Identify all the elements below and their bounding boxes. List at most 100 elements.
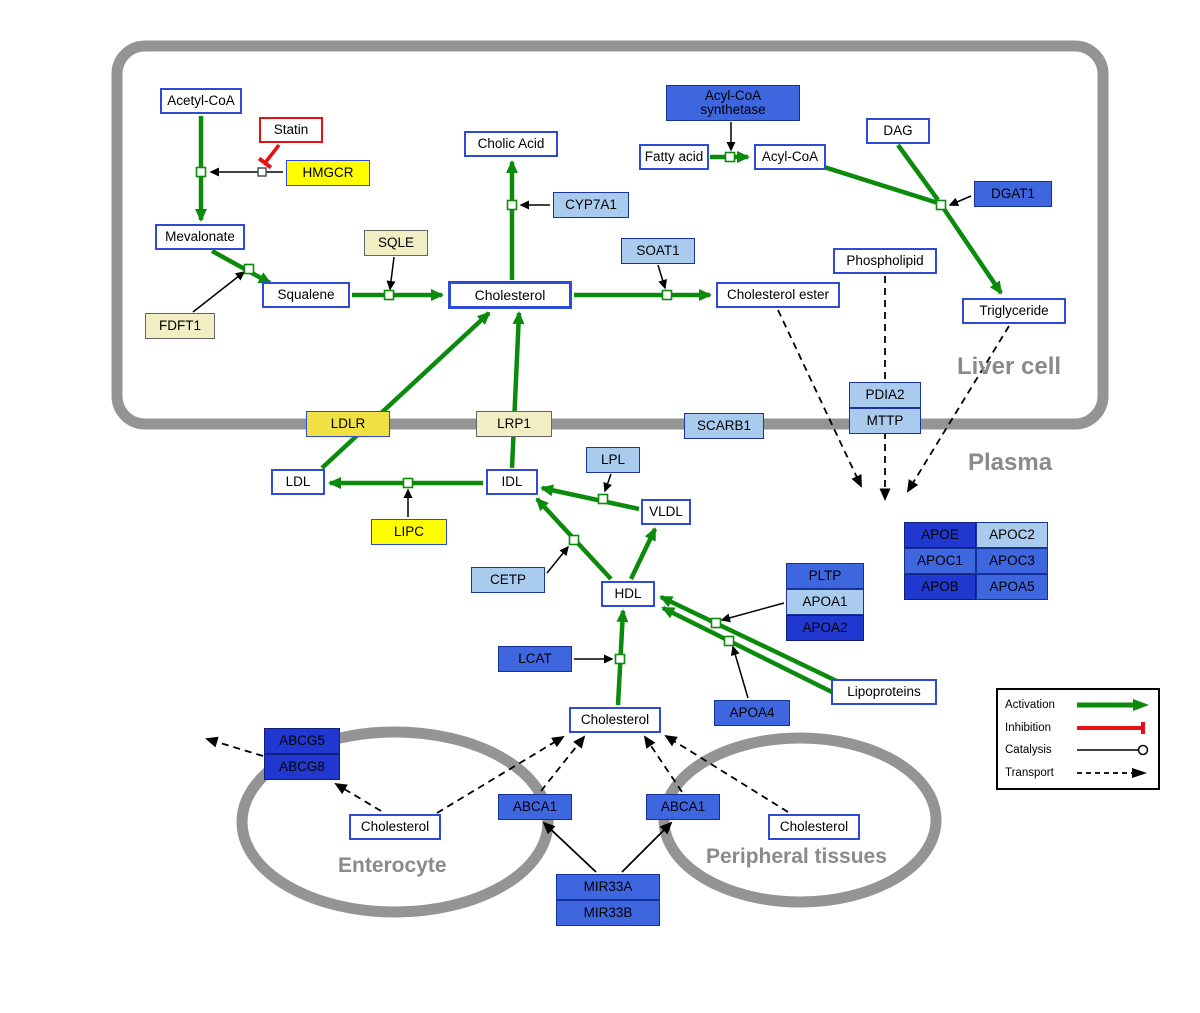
reaction-node xyxy=(568,534,580,546)
reaction-node xyxy=(383,289,395,301)
node-squalene[interactable]: Squalene xyxy=(262,282,350,308)
node-lpl[interactable]: LPL xyxy=(586,447,640,473)
node-hmgcr[interactable]: HMGCR xyxy=(286,160,370,186)
transport-edge-2 xyxy=(906,325,1010,493)
node-apoe[interactable]: APOE xyxy=(904,522,976,548)
node-acyl_coa_synt[interactable]: Acyl-CoA synthetase xyxy=(666,85,800,121)
transport-edge-6 xyxy=(540,735,586,792)
node-sqle[interactable]: SQLE xyxy=(364,230,428,256)
node-lrp1[interactable]: LRP1 xyxy=(476,411,552,437)
legend-label-transport: Transport xyxy=(1005,766,1054,779)
node-idl[interactable]: IDL xyxy=(486,469,538,495)
node-cholic_acid[interactable]: Cholic Acid xyxy=(464,131,558,157)
node-apob[interactable]: APOB xyxy=(904,574,976,600)
node-dag[interactable]: DAG xyxy=(866,118,930,144)
node-dgat1[interactable]: DGAT1 xyxy=(974,181,1052,207)
node-cholesterol_liver[interactable]: Cholesterol xyxy=(448,281,572,309)
node-apoa1[interactable]: APOA1 xyxy=(786,589,864,615)
inhibition-tbar-sample xyxy=(1077,721,1145,734)
node-cholesterol_per[interactable]: Cholesterol xyxy=(768,814,860,840)
activation-edge-9 xyxy=(320,311,491,470)
catalysis-edge-11 xyxy=(720,602,785,623)
node-apoc3[interactable]: APOC3 xyxy=(976,548,1048,574)
liver-cell-label: Liver cell xyxy=(957,353,1062,380)
catalysis-edge-6 xyxy=(948,195,972,206)
catalysis-edge-1 xyxy=(192,271,246,313)
node-cyp7a1[interactable]: CYP7A1 xyxy=(553,192,629,218)
transport-edge-5 xyxy=(205,736,264,757)
reaction-node xyxy=(243,263,255,275)
legend: Activation Inhibition Catalysis Transpor… xyxy=(996,688,1160,790)
catalysis-circle-sample xyxy=(1077,745,1149,756)
reaction-node xyxy=(723,635,735,647)
node-cetp[interactable]: CETP xyxy=(471,567,545,593)
reaction-node xyxy=(402,477,414,489)
node-statin[interactable]: Statin xyxy=(259,117,323,143)
node-lcat[interactable]: LCAT xyxy=(498,646,572,672)
node-ldl[interactable]: LDL xyxy=(271,469,325,495)
node-pltp[interactable]: PLTP xyxy=(786,563,864,589)
reaction-node xyxy=(935,199,947,211)
node-phospholipid[interactable]: Phospholipid xyxy=(833,248,937,274)
node-scarb1[interactable]: SCARB1 xyxy=(684,413,764,439)
reaction-node xyxy=(597,493,609,505)
activation-edge-8 xyxy=(942,207,1003,295)
node-triglyceride[interactable]: Triglyceride xyxy=(962,298,1066,324)
node-mttp[interactable]: MTTP xyxy=(849,408,921,434)
transport-arrow-sample xyxy=(1077,767,1147,778)
node-cholesterol_ent[interactable]: Cholesterol xyxy=(349,814,441,840)
activation-edge-10 xyxy=(509,311,525,469)
activation-edge-14 xyxy=(628,527,658,580)
node-pdia2[interactable]: PDIA2 xyxy=(849,382,921,408)
reaction-node xyxy=(614,653,626,665)
catalysis-edge-4 xyxy=(657,264,667,290)
legend-row-activation: Activation xyxy=(1005,698,1151,712)
peripheral-tissues-label: Peripheral tissues xyxy=(706,845,887,868)
node-vldl[interactable]: VLDL xyxy=(641,499,691,525)
inhibition-target-node xyxy=(257,167,267,177)
regulation-edge-0 xyxy=(542,821,597,873)
reaction-node xyxy=(195,166,207,178)
peripheral-membrane xyxy=(658,732,942,908)
regulation-edge-1 xyxy=(621,821,673,873)
activation-edge-12 xyxy=(540,484,640,512)
legend-row-catalysis: Catalysis xyxy=(1005,743,1151,757)
node-chol_ester[interactable]: Cholesterol ester xyxy=(716,282,840,308)
node-apoc1[interactable]: APOC1 xyxy=(904,548,976,574)
transport-edge-0 xyxy=(777,309,862,488)
node-lipc[interactable]: LIPC xyxy=(371,519,447,545)
node-mevalonate[interactable]: Mevalonate xyxy=(155,224,245,250)
catalysis-edge-9 xyxy=(546,545,569,574)
node-soat1[interactable]: SOAT1 xyxy=(621,238,695,264)
node-acetyl_coa[interactable]: Acetyl-CoA xyxy=(160,88,242,114)
activation-edge-1 xyxy=(210,249,272,285)
transport-edge-4 xyxy=(334,782,382,812)
node-apoa5[interactable]: APOA5 xyxy=(976,574,1048,600)
reaction-node xyxy=(724,151,736,163)
node-cholesterol_plasma[interactable]: Cholesterol xyxy=(569,707,661,733)
plasma-label: Plasma xyxy=(968,449,1053,476)
node-abcg5[interactable]: ABCG5 xyxy=(264,728,340,754)
node-apoa4[interactable]: APOA4 xyxy=(714,700,790,726)
node-hdl[interactable]: HDL xyxy=(601,581,655,607)
activation-arrow-sample xyxy=(1077,699,1149,712)
node-abca1_b[interactable]: ABCA1 xyxy=(646,794,720,820)
enterocyte-label: Enterocyte xyxy=(338,854,447,877)
node-fdft1[interactable]: FDFT1 xyxy=(145,313,215,339)
activation-edge-7 xyxy=(896,143,940,202)
node-lipoproteins[interactable]: Lipoproteins xyxy=(831,679,937,705)
node-abca1_a[interactable]: ABCA1 xyxy=(498,794,572,820)
node-fatty_acid[interactable]: Fatty acid xyxy=(639,144,709,170)
catalysis-edge-7 xyxy=(603,473,612,493)
node-apoc2[interactable]: APOC2 xyxy=(976,522,1048,548)
node-mir33b[interactable]: MIR33B xyxy=(556,900,660,926)
activation-edge-6 xyxy=(823,164,939,206)
node-acyl_coa[interactable]: Acyl-CoA xyxy=(754,144,826,170)
node-ldlr[interactable]: LDLR xyxy=(306,411,390,437)
node-abcg8[interactable]: ABCG8 xyxy=(264,754,340,780)
legend-label-catalysis: Catalysis xyxy=(1005,744,1052,757)
node-apoa2[interactable]: APOA2 xyxy=(786,615,864,641)
node-mir33a[interactable]: MIR33A xyxy=(556,874,660,900)
catalysis-edge-2 xyxy=(386,256,396,291)
